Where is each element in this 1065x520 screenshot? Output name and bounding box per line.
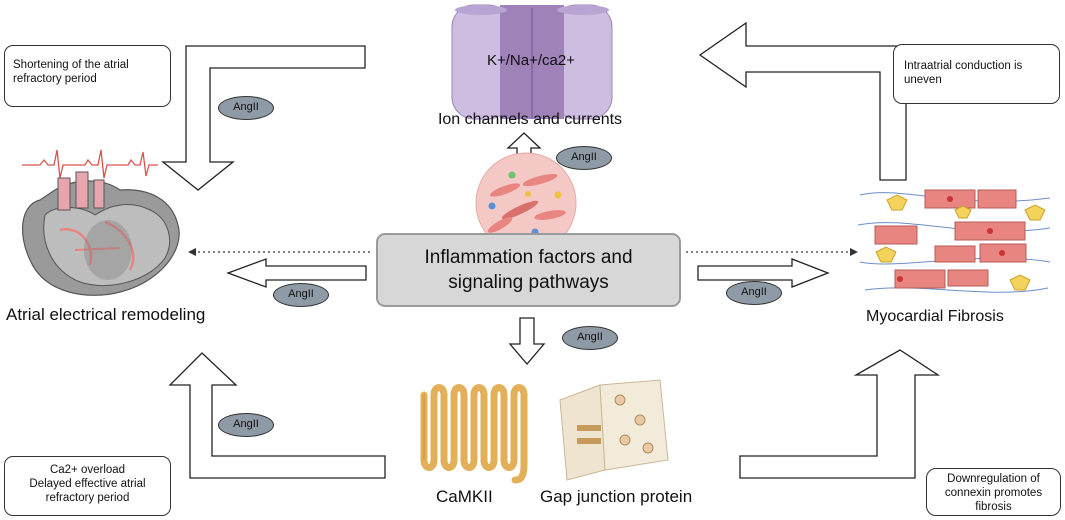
angii-pill-camkii: AngII [562, 326, 618, 350]
angii-pill-right: AngII [726, 281, 782, 305]
gap-junction-illustration [559, 379, 669, 481]
note-top-right: Intraatrial conduction is uneven [893, 44, 1060, 104]
angii-pill-bottom-left: AngII [218, 413, 274, 437]
arrow-top-left [161, 45, 366, 191]
arrow-bottom-right [739, 349, 941, 479]
arrow-to-fibrosis [697, 258, 830, 288]
center-line-2: signaling pathways [448, 272, 609, 293]
arrow-bottom-left [168, 352, 386, 479]
ion-channel-title: Ion channels and currents [437, 111, 623, 128]
fibrosis-label: Myocardial Fibrosis [866, 308, 1004, 325]
center-line-1: Inflammation factors and [424, 247, 633, 268]
arrow-top-right [698, 21, 907, 181]
arrow-to-camkii [508, 317, 546, 366]
camkii-label: CaMKII [436, 487, 493, 506]
ion-channel-illustration [451, 4, 613, 120]
inflammation-illustration [475, 152, 577, 254]
ion-channel-text: K+/Na+/ca2+ [487, 52, 575, 69]
note-bottom-left: Ca2+ overload Delayed effective atrial r… [4, 456, 171, 516]
dotted-arrowhead-left [188, 248, 196, 256]
ecg-trace [22, 149, 158, 179]
note-top-left: Shortening of the atrial refractory peri… [4, 45, 171, 107]
angii-pill-ion: AngII [556, 146, 612, 170]
heart-illustration [22, 171, 180, 296]
fibrosis-illustration [857, 189, 1051, 293]
note-bottom-right: Downregulation of connexin promotes fibr… [926, 468, 1061, 516]
angii-pill-top-left: AngII [218, 96, 274, 120]
center-box: Inflammation factors and signaling pathw… [376, 233, 681, 307]
gap-label: Gap junction protein [540, 487, 693, 506]
arrow-to-atrial [226, 258, 367, 288]
dotted-arrowhead-right [850, 248, 858, 256]
camkii-illustration [420, 384, 528, 484]
atrial-label: Atrial electrical remodeling [6, 305, 206, 324]
angii-pill-left: AngII [273, 283, 329, 307]
